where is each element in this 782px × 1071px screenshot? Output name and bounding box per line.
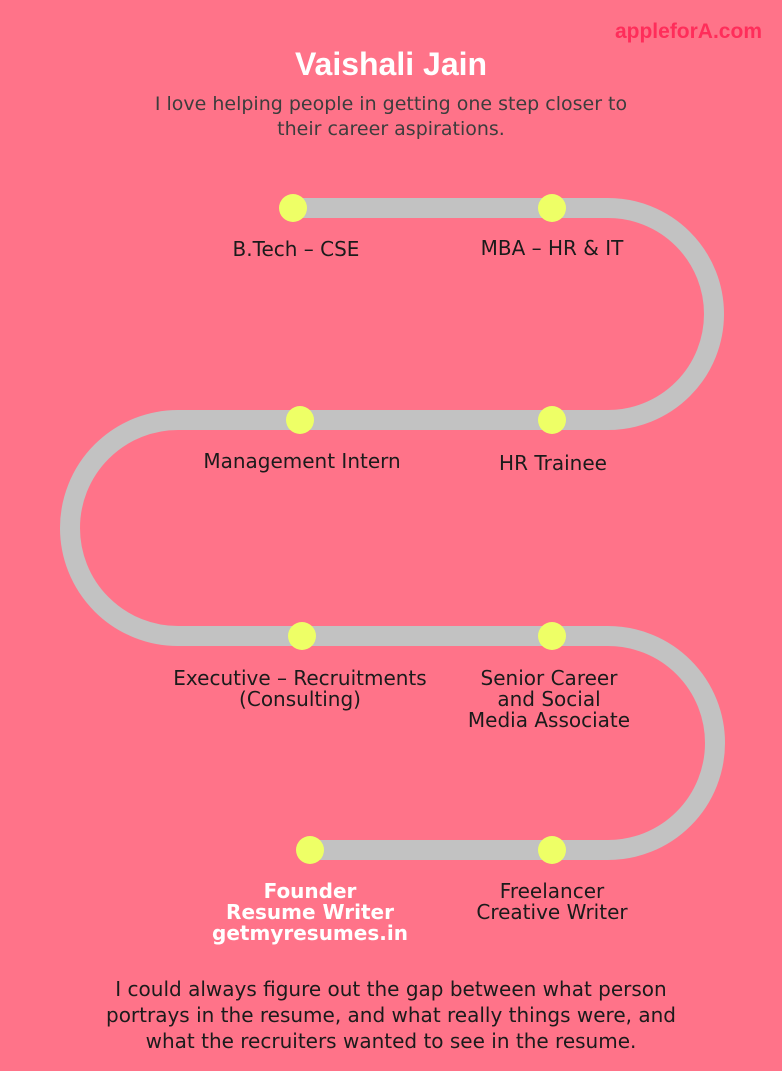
milestone-label-btech: B.Tech – CSE (146, 239, 446, 260)
milestone-dot (296, 836, 324, 864)
label-line: Freelancer (499, 879, 605, 903)
subtitle: I love helping people in getting one ste… (154, 93, 628, 140)
label-line: Founder (263, 879, 357, 903)
label-line: (Consulting) (239, 687, 361, 711)
milestone-dot (286, 406, 314, 434)
label-line: Media Associate (467, 708, 631, 732)
milestone-label-management-intern: Management Intern (152, 451, 452, 472)
milestone-label-freelancer: Freelancer Creative Writer (402, 881, 702, 923)
milestone-dot (288, 622, 316, 650)
label-line: Management Intern (203, 449, 401, 473)
label-line[interactable]: getmyresumes.in (212, 921, 408, 945)
milestone-label-founder: Founder Resume Writer getmyresumes.in (160, 881, 460, 944)
label-line: and Social (497, 687, 601, 711)
label-line: B.Tech – CSE (232, 237, 360, 261)
label-line: HR Trainee (499, 451, 607, 475)
label-line: Executive – Recruitments (173, 666, 427, 690)
milestone-dot (279, 194, 307, 222)
milestone-dot (538, 622, 566, 650)
brand-logo[interactable]: appleforA.com (614, 20, 762, 43)
milestone-dot (538, 194, 566, 222)
footer-text: I could always figure out the gap betwee… (106, 977, 676, 1053)
label-line: Creative Writer (476, 900, 628, 924)
milestone-label-hr-trainee: HR Trainee (403, 453, 703, 474)
label-line: Senior Career (480, 666, 618, 690)
road-path (60, 198, 725, 860)
milestone-dot (538, 836, 566, 864)
milestone-label-senior-career: Senior Career and Social Media Associate (399, 668, 699, 731)
page-title: Vaishali Jain (294, 46, 488, 82)
milestone-label-mba: MBA – HR & IT (402, 238, 702, 259)
label-line: Resume Writer (226, 900, 394, 924)
milestone-dot (538, 406, 566, 434)
milestone-label-executive: Executive – Recruitments (Consulting) (150, 668, 450, 710)
label-line: MBA – HR & IT (480, 236, 624, 260)
